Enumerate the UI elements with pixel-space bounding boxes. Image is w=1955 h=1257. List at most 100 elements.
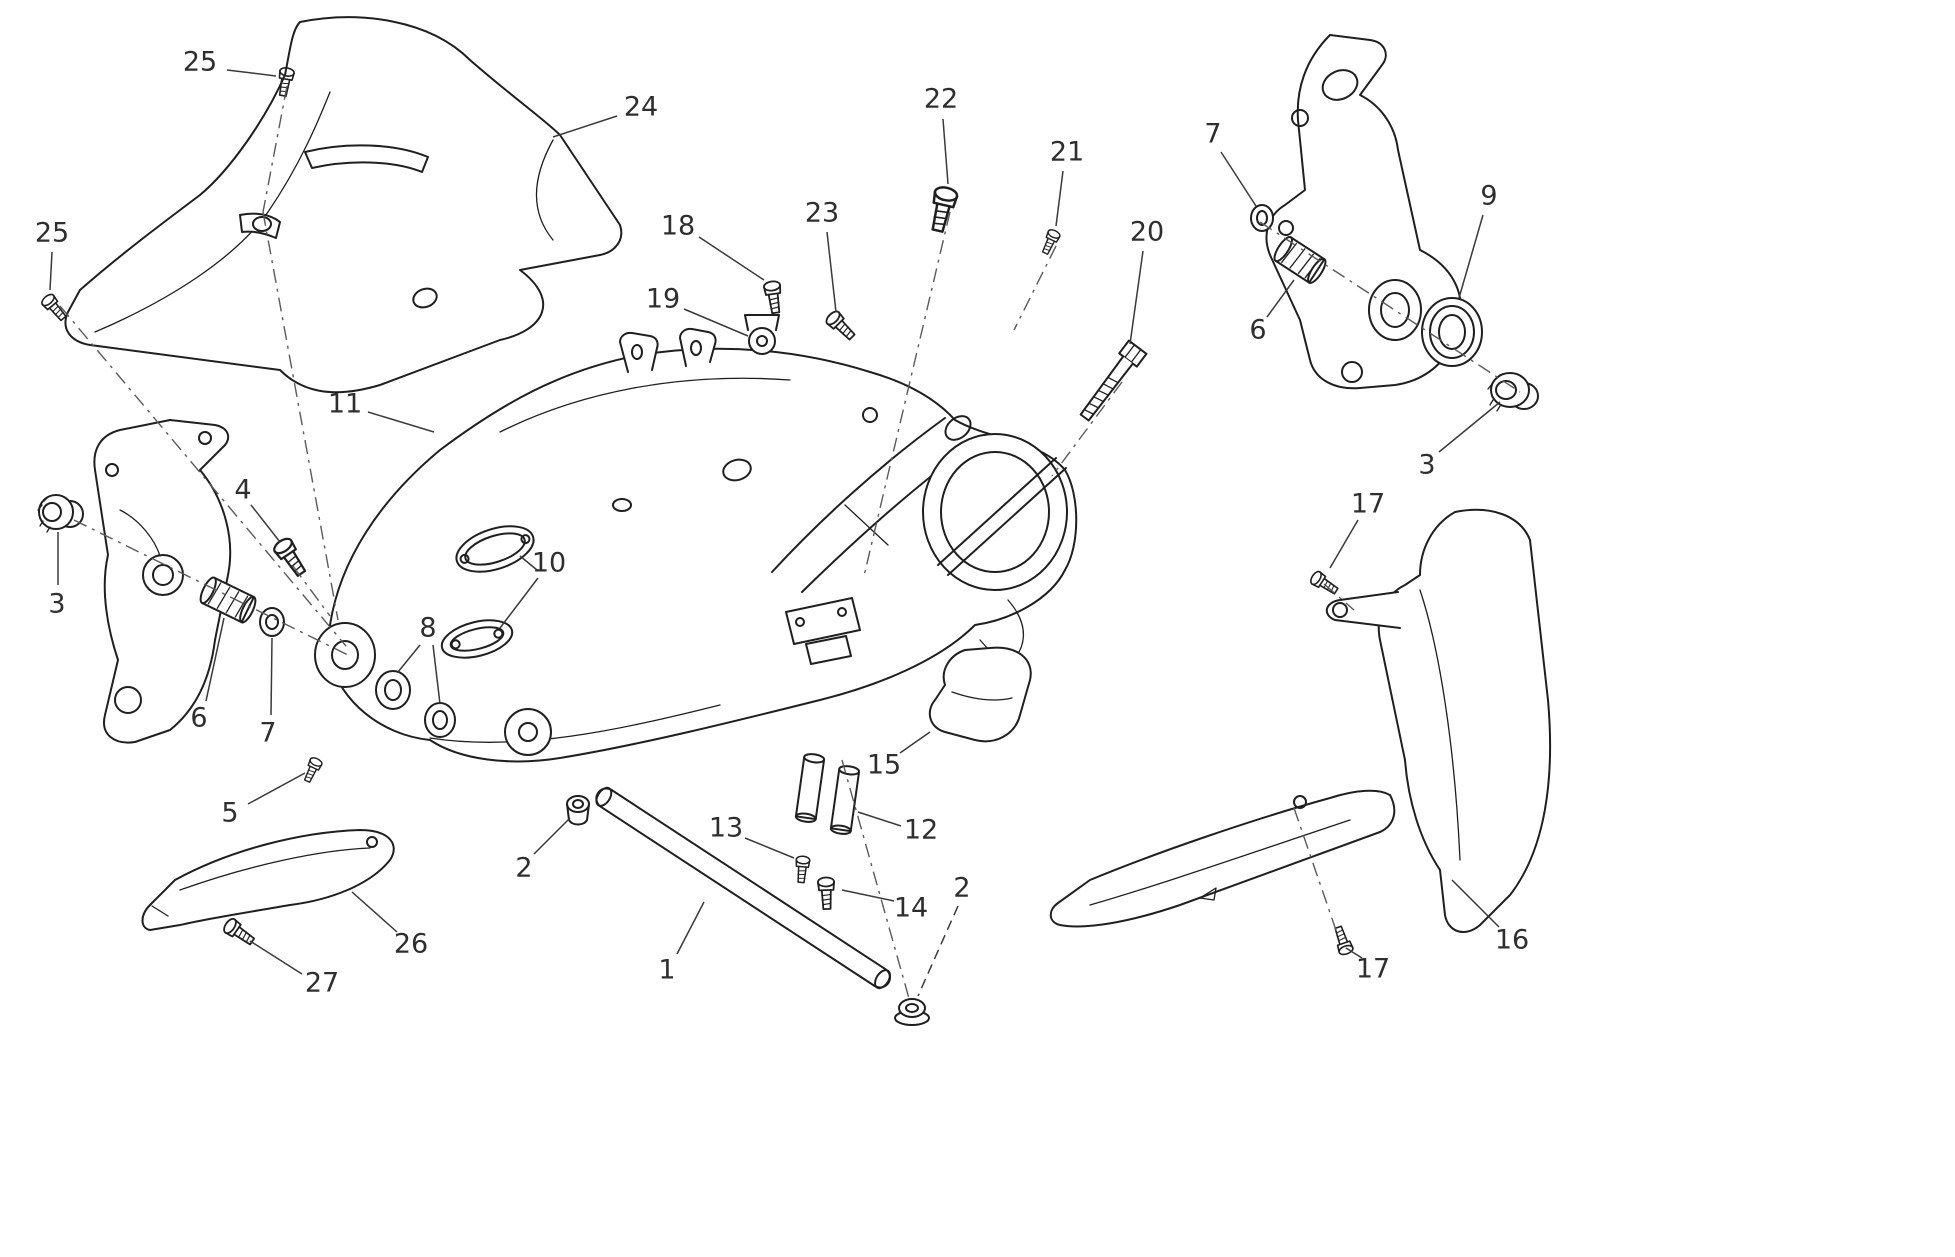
leader-line-17-bottom xyxy=(1345,947,1363,959)
part-label-22: 22 xyxy=(923,83,959,115)
part-label-21: 21 xyxy=(1049,136,1085,168)
bushing-6-right xyxy=(1273,236,1327,284)
part-label-6-right: 6 xyxy=(1249,314,1267,346)
plug-3-right xyxy=(1487,372,1539,412)
leader-line-10 xyxy=(519,555,538,571)
clamp-19 xyxy=(744,314,780,355)
leader-line-7-right xyxy=(1220,151,1257,207)
leader-line-16 xyxy=(1451,879,1500,928)
part-label-16: 16 xyxy=(1494,924,1530,956)
part-bracket-right xyxy=(1265,34,1462,390)
part-bracket-left xyxy=(93,419,232,744)
axis-line xyxy=(73,519,351,657)
part-label-26: 26 xyxy=(393,928,429,960)
part-label-13: 13 xyxy=(708,812,744,844)
leader-line-8 xyxy=(432,644,441,705)
washer-7-right xyxy=(1250,204,1274,232)
panel-16-lower xyxy=(1049,789,1396,928)
part-label-8: 8 xyxy=(419,612,437,644)
axis-line xyxy=(1293,807,1339,937)
washer-8b xyxy=(424,702,456,738)
axis-line xyxy=(1323,583,1355,611)
part-label-5: 5 xyxy=(221,797,239,829)
leader-line-1 xyxy=(676,901,705,955)
washer-8a xyxy=(375,670,411,710)
axis-line xyxy=(841,759,911,1003)
part-label-17-top: 17 xyxy=(1350,488,1386,520)
leader-line-3-right xyxy=(1438,401,1501,453)
part-label-18: 18 xyxy=(660,210,696,242)
leader-line-14 xyxy=(841,889,895,902)
part-label-4: 4 xyxy=(234,474,252,506)
leader-line-9 xyxy=(1458,214,1484,299)
part-label-25-top: 25 xyxy=(182,46,218,78)
part-label-3-right: 3 xyxy=(1418,449,1436,481)
leader-line-23 xyxy=(826,231,837,313)
part-label-20: 20 xyxy=(1129,216,1165,248)
leader-line-15 xyxy=(899,731,931,754)
leader-line-2-bottom xyxy=(917,905,959,997)
part-label-27: 27 xyxy=(304,967,340,999)
plate-10-upper xyxy=(455,525,535,573)
leader-line-22 xyxy=(942,118,949,185)
part-label-17-bottom: 17 xyxy=(1355,953,1391,985)
leader-line-18 xyxy=(698,236,765,281)
axis-line xyxy=(863,211,951,577)
leader-line-21 xyxy=(1055,170,1064,227)
part-label-7-right: 7 xyxy=(1204,118,1222,150)
part-label-12: 12 xyxy=(903,814,939,846)
part-label-24: 24 xyxy=(623,91,659,123)
part-label-2-bottom: 2 xyxy=(953,872,971,904)
part-label-15: 15 xyxy=(866,749,902,781)
nut-2-bottom xyxy=(894,998,930,1026)
part-label-25-left: 25 xyxy=(34,217,70,249)
leader-line-10 xyxy=(499,577,539,629)
part-swingarm xyxy=(314,327,1078,763)
axis-line xyxy=(1051,381,1123,477)
axle-1 xyxy=(595,786,891,990)
leader-line-6-right xyxy=(1266,279,1295,318)
part-label-2-left: 2 xyxy=(515,852,533,884)
axis-line xyxy=(292,565,331,617)
panel-16-upper xyxy=(1325,508,1552,934)
leader-line-19 xyxy=(683,308,749,337)
leader-line-20 xyxy=(1129,250,1144,345)
axis-line xyxy=(1259,221,1521,393)
axis-line xyxy=(59,305,347,647)
leader-line-7-left xyxy=(270,637,273,716)
part-label-6-left: 6 xyxy=(190,702,208,734)
part-rear-fender xyxy=(64,16,623,394)
part-label-14: 14 xyxy=(893,892,929,924)
shield-15 xyxy=(928,646,1032,743)
ring-nut-9 xyxy=(1421,297,1483,367)
part-label-1: 1 xyxy=(658,954,676,986)
part-label-23: 23 xyxy=(804,197,840,229)
leader-line-8 xyxy=(397,644,421,673)
bushing-12b xyxy=(829,765,861,835)
bushing-12a xyxy=(794,753,826,823)
leader-line-25-left xyxy=(49,251,53,291)
axis-line xyxy=(1013,245,1057,331)
part-label-10: 10 xyxy=(531,547,567,579)
leader-line-6-left xyxy=(205,617,225,702)
leader-line-25-top xyxy=(226,69,277,77)
axis-line xyxy=(262,85,288,213)
leader-line-24 xyxy=(552,115,618,138)
leader-line-11 xyxy=(367,411,435,433)
part-label-9: 9 xyxy=(1480,180,1498,212)
leader-line-17-top xyxy=(1329,519,1359,569)
leader-line-27 xyxy=(249,940,303,975)
part-label-7-left: 7 xyxy=(259,717,277,749)
axis-line xyxy=(262,211,339,621)
leader-line-13 xyxy=(744,837,795,859)
leader-line-5 xyxy=(247,772,306,805)
part-label-11: 11 xyxy=(327,388,363,420)
part-label-19: 19 xyxy=(645,283,681,315)
leader-line-12 xyxy=(857,811,902,827)
leader-line-2-left xyxy=(533,817,571,855)
part-label-3-left: 3 xyxy=(48,588,66,620)
plate-10-lower xyxy=(440,619,514,659)
